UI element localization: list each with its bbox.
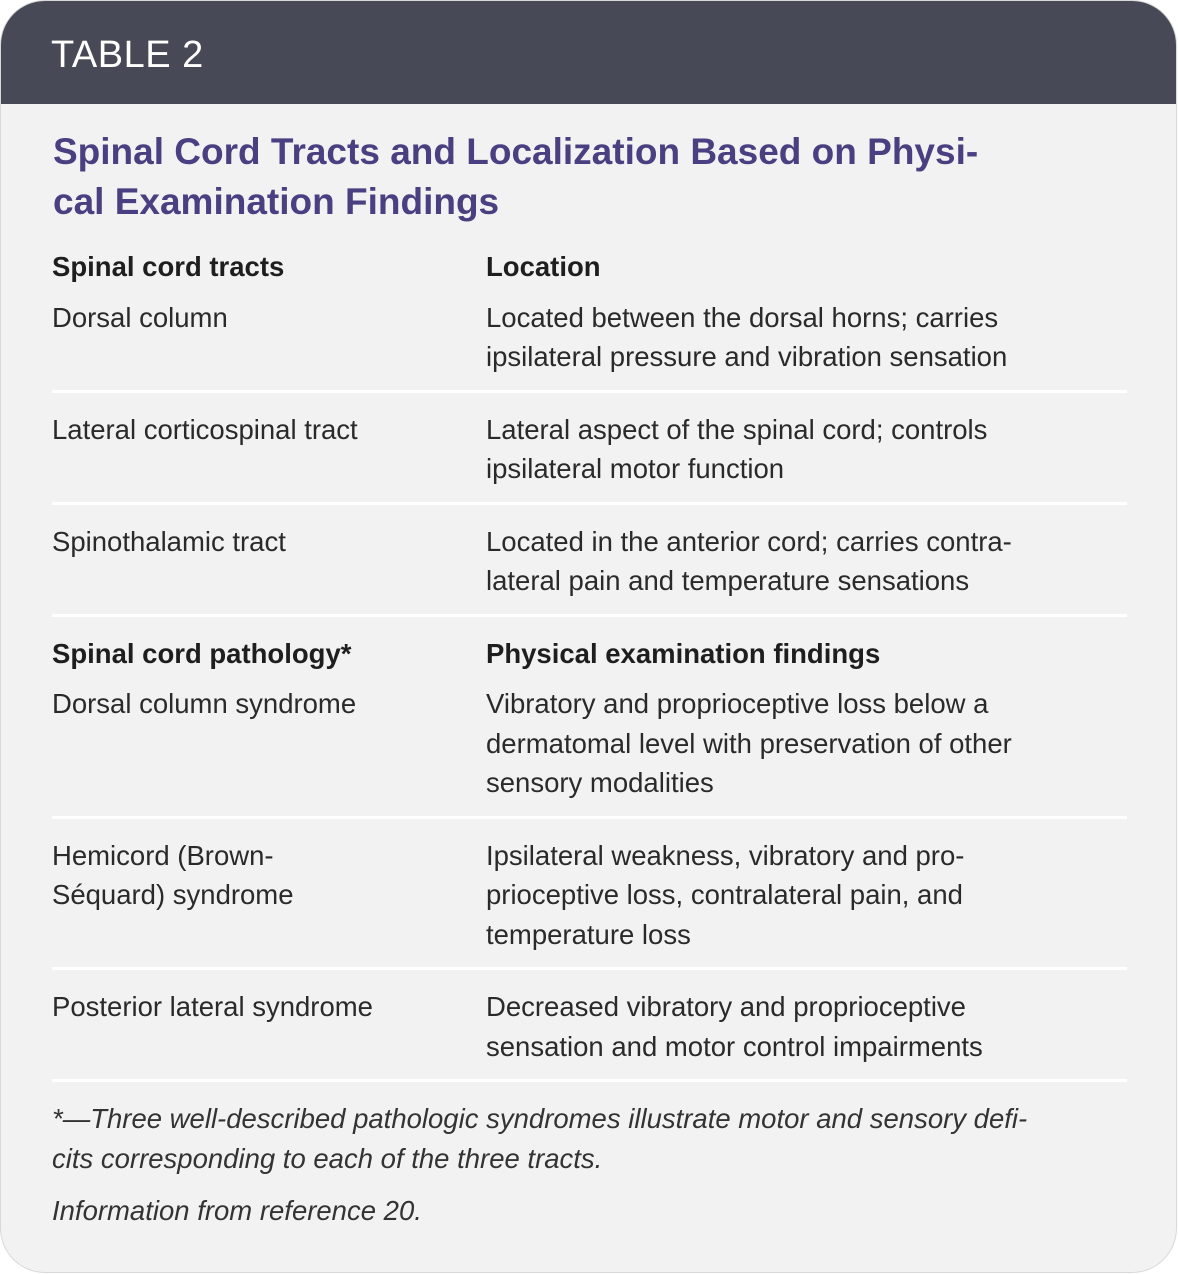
footnote-line: *—Three well-described pathologic syndro… bbox=[52, 1103, 1028, 1134]
cell-name: Lateral corticospinal tract bbox=[52, 410, 486, 489]
cell-line: Spinothalamic tract bbox=[52, 525, 286, 557]
footnote: *—Three well-described pathologic syndro… bbox=[52, 1099, 1127, 1178]
table-row: Hemicord (Brown- Séquard) syndrome Ipsilat… bbox=[52, 836, 1127, 955]
cell-line: Lateral aspect of the spinal cord; contr… bbox=[486, 413, 988, 445]
column-header: Physical examination findings bbox=[486, 637, 881, 669]
cell-name: Posterior lateral syndrome bbox=[52, 987, 486, 1066]
table-row: Dorsal column syndrome Vibratory and prop… bbox=[52, 684, 1127, 803]
cell-line: sensation and motor control impairments bbox=[486, 1030, 983, 1062]
source-note: Information from reference 20. bbox=[52, 1195, 422, 1226]
table-row: Spinothalamic tract Located in the anteri… bbox=[52, 522, 1127, 601]
row-divider bbox=[52, 815, 1127, 819]
table-row: Posterior lateral syndrome Decreased vibr… bbox=[52, 987, 1127, 1066]
section-header-row: Spinal cord pathology* Physical examinati… bbox=[52, 634, 1127, 674]
row-divider bbox=[52, 967, 1127, 970]
title-line: cal Examination Findings bbox=[53, 181, 500, 222]
cell-line: Vibratory and proprioceptive loss below … bbox=[486, 688, 989, 719]
cell-description: Ipsilateral weakness, vibratory and pro-… bbox=[486, 836, 1127, 955]
cell-name: Hemicord (Brown- Séquard) syndrome bbox=[52, 836, 486, 955]
cell-line: Hemicord (Brown- bbox=[52, 839, 274, 871]
cell-line: Decreased vibratory and proprioceptive bbox=[486, 991, 966, 1022]
column-header: Location bbox=[486, 251, 601, 282]
cell-line: Posterior lateral syndrome bbox=[52, 991, 373, 1022]
table-label: TABLE 2 bbox=[51, 34, 204, 76]
cell-line: sensory modalities bbox=[486, 767, 714, 798]
column-header: Spinal cord pathology* bbox=[52, 637, 352, 669]
cell-name: Dorsal column syndrome bbox=[52, 684, 486, 803]
cell-description: Located between the dorsal horns; carrie… bbox=[486, 298, 1127, 377]
section-header-row: Spinal cord tracts Location bbox=[52, 247, 1127, 287]
row-divider bbox=[52, 389, 1127, 393]
table-row: Dorsal column Located between the dorsal … bbox=[52, 298, 1127, 377]
cell-line: Ipsilateral weakness, vibratory and pro- bbox=[486, 839, 965, 871]
table-title: Spinal Cord Tracts and Localization Base… bbox=[53, 127, 1133, 227]
cell-line: dermatomal level with preservation of ot… bbox=[486, 727, 1012, 759]
cell-line: Dorsal column syndrome bbox=[52, 688, 357, 719]
cell-line: prioceptive loss, contralateral pain, an… bbox=[486, 879, 963, 910]
row-divider bbox=[52, 613, 1127, 617]
cell-name: Dorsal column bbox=[52, 298, 486, 377]
cell-line: Lateral corticospinal tract bbox=[52, 413, 358, 445]
cell-line: Located in the anterior cord; carries co… bbox=[486, 525, 1012, 557]
cell-line: ipsilateral motor function bbox=[486, 453, 785, 484]
cell-description: Vibratory and proprioceptive loss below … bbox=[486, 684, 1127, 803]
cell-line: ipsilateral pressure and vibration sensa… bbox=[486, 341, 1008, 372]
table-row: Lateral corticospinal tract Lateral aspec… bbox=[52, 410, 1127, 489]
cell-name: Spinothalamic tract bbox=[52, 522, 486, 601]
cell-line: Located between the dorsal horns; carrie… bbox=[486, 301, 999, 333]
cell-line: lateral pain and temperature sensations bbox=[486, 565, 970, 596]
footnote-line: cits corresponding to each of the three … bbox=[52, 1142, 603, 1174]
row-divider bbox=[52, 501, 1127, 505]
cell-line: Séquard) syndrome bbox=[52, 879, 294, 910]
cell-line: temperature loss bbox=[486, 918, 691, 950]
cell-description: Decreased vibratory and proprioceptive se… bbox=[486, 987, 1127, 1066]
column-header: Spinal cord tracts bbox=[52, 251, 285, 282]
cell-description: Lateral aspect of the spinal cord; contr… bbox=[486, 410, 1127, 489]
title-line: Spinal Cord Tracts and Localization Base… bbox=[53, 131, 979, 172]
cell-line: Dorsal column bbox=[52, 301, 228, 333]
table-label-band: TABLE 2 bbox=[1, 1, 1176, 104]
cell-description: Located in the anterior cord; carries co… bbox=[486, 522, 1127, 601]
row-divider bbox=[52, 1079, 1127, 1082]
